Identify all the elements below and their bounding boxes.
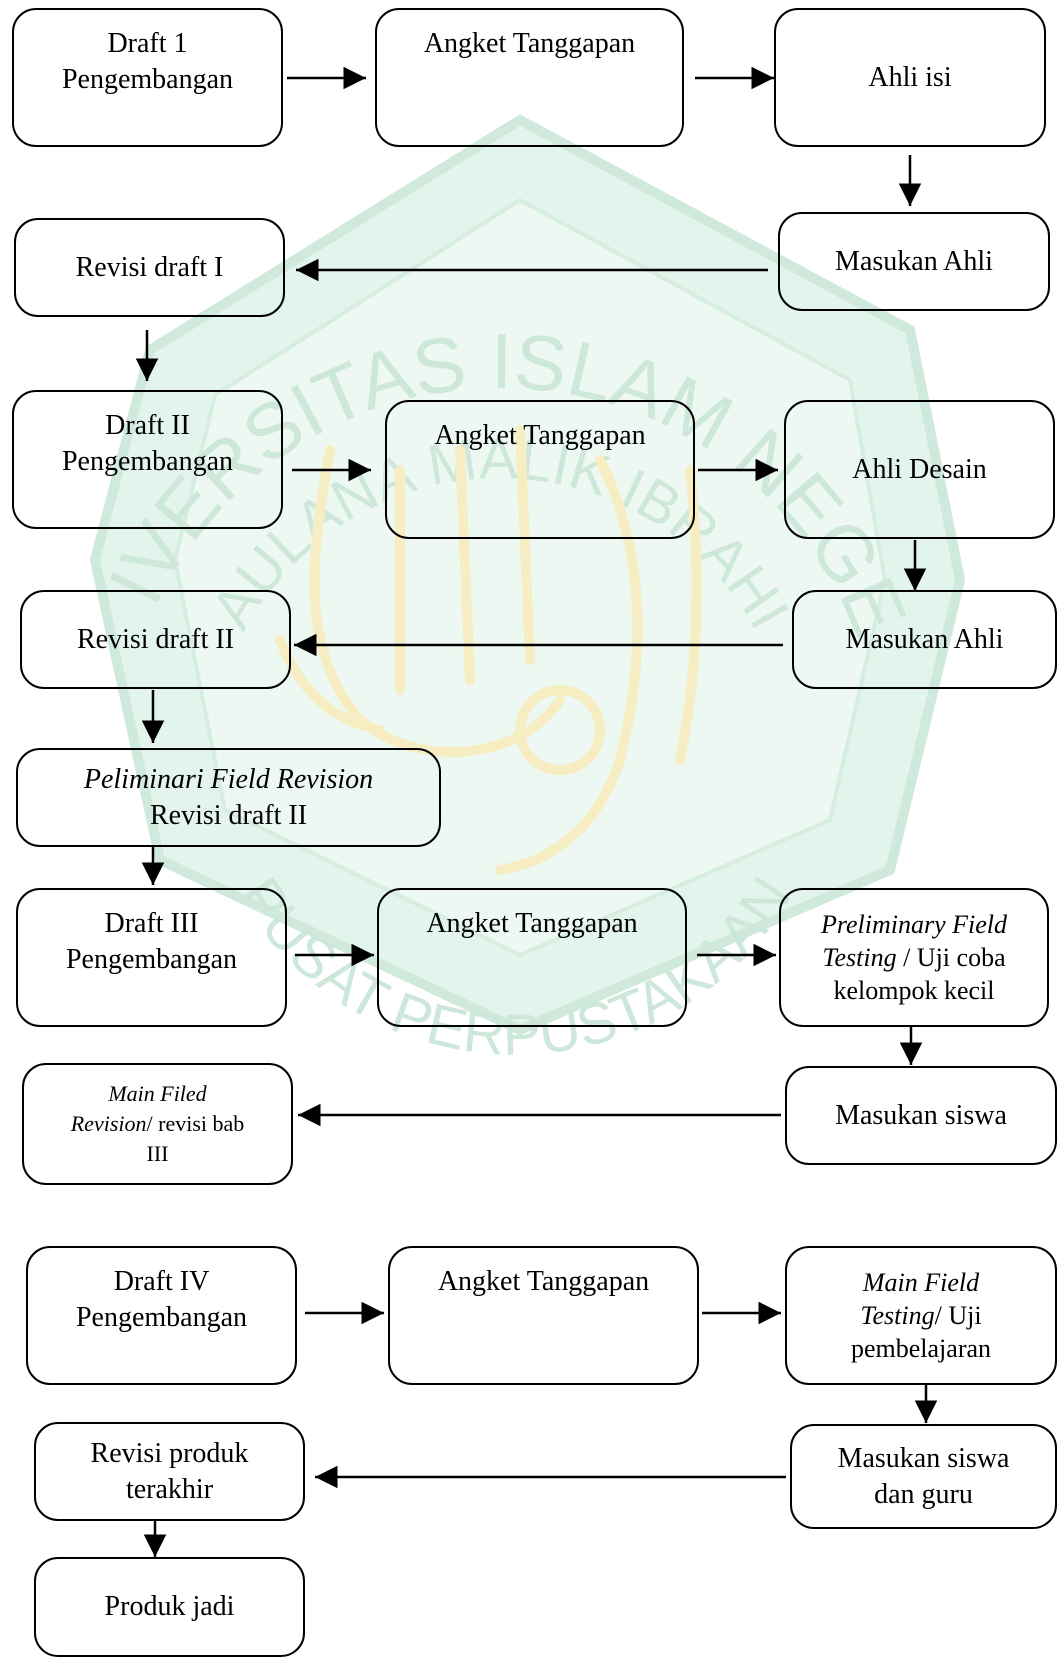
draft-3-box: Draft III Pengembangan bbox=[16, 888, 287, 1027]
ahli-desain-box: Ahli Desain bbox=[784, 400, 1055, 539]
produk-jadi-label: Produk jadi bbox=[104, 1591, 235, 1622]
draft-1-box: Draft 1 Pengembangan bbox=[12, 8, 283, 147]
draft-2-line1: Draft II bbox=[105, 410, 190, 441]
peliminari-field-revision-box: Peliminari Field Revision Revisi draft I… bbox=[16, 748, 441, 847]
draft-4-line2: Pengembangan bbox=[75, 1302, 248, 1333]
angket-tanggapan-4-box: Angket Tanggapan bbox=[388, 1246, 699, 1385]
masukan-ahli-2-box: Masukan Ahli bbox=[792, 590, 1057, 689]
ahli-isi-label: Ahli isi bbox=[868, 61, 952, 93]
draft-1-line1: Draft 1 bbox=[107, 28, 188, 59]
draft-3-line2: Pengembangan bbox=[65, 944, 238, 975]
draft-3-line1: Draft III bbox=[104, 908, 199, 939]
produk-jadi-box: Produk jadi bbox=[34, 1557, 305, 1657]
draft-4-line1: Draft IV bbox=[113, 1266, 210, 1297]
masukan-ahli-1-label: Masukan Ahli bbox=[835, 245, 993, 277]
revisi-draft-2-box: Revisi draft II bbox=[20, 590, 291, 689]
angket-tanggapan-1-box: Angket Tanggapan bbox=[375, 8, 684, 147]
revisi-produk-line2: terakhir bbox=[125, 1473, 214, 1505]
ahli-isi-box: Ahli isi bbox=[774, 8, 1046, 147]
preliminary-field-testing-box: Preliminary Field Testing / Uji coba kel… bbox=[779, 888, 1049, 1027]
masukan-ahli-1-box: Masukan Ahli bbox=[778, 212, 1050, 311]
draft-4-box: Draft IV Pengembangan bbox=[26, 1246, 297, 1385]
peliminari-italic-line: Peliminari Field Revision bbox=[83, 763, 374, 795]
main-filed-line3: III bbox=[146, 1141, 169, 1166]
preliminary-line2: Testing / Uji coba bbox=[822, 943, 1006, 972]
masukan-ahli-2-label: Masukan Ahli bbox=[845, 623, 1004, 655]
angket-tanggapan-2-label: Angket Tanggapan bbox=[434, 420, 646, 451]
main-field-line3: pembelajaran bbox=[850, 1334, 992, 1363]
preliminary-line1: Preliminary Field bbox=[820, 910, 1008, 939]
main-filed-revision-box: Main Filed Revision/ revisi bab III bbox=[22, 1063, 293, 1185]
masukan-siswa-guru-box: Masukan siswa dan guru bbox=[790, 1424, 1057, 1529]
angket-tanggapan-1-label: Angket Tanggapan bbox=[423, 28, 636, 59]
masukan-siswa-guru-line2: dan guru bbox=[874, 1478, 973, 1510]
main-field-line1: Main Field bbox=[862, 1268, 980, 1297]
masukan-siswa-guru-line1: Masukan siswa bbox=[837, 1442, 1010, 1474]
revisi-draft-1-box: Revisi draft I bbox=[14, 218, 285, 317]
main-filed-line2: Revision/ revisi bab bbox=[70, 1111, 245, 1136]
angket-tanggapan-3-box: Angket Tanggapan bbox=[377, 888, 687, 1027]
peliminari-normal-line: Revisi draft II bbox=[149, 799, 308, 831]
masukan-siswa-box: Masukan siswa bbox=[785, 1066, 1057, 1165]
main-filed-line1: Main Filed bbox=[108, 1081, 207, 1106]
preliminary-line3: kelompok kecil bbox=[833, 976, 995, 1005]
draft-1-line2: Pengembangan bbox=[61, 64, 234, 95]
draft-2-line2: Pengembangan bbox=[61, 446, 234, 477]
angket-tanggapan-4-label: Angket Tanggapan bbox=[437, 1266, 650, 1297]
ahli-desain-label: Ahli Desain bbox=[852, 453, 987, 485]
draft-2-box: Draft II Pengembangan bbox=[12, 390, 283, 529]
angket-tanggapan-2-box: Angket Tanggapan bbox=[385, 400, 695, 539]
masukan-siswa-label: Masukan siswa bbox=[835, 1099, 1007, 1131]
revisi-draft-1-label: Revisi draft I bbox=[75, 251, 224, 283]
main-field-line2: Testing/ Uji bbox=[860, 1301, 982, 1330]
revisi-produk-terakhir-box: Revisi produk terakhir bbox=[34, 1422, 305, 1521]
angket-tanggapan-3-label: Angket Tanggapan bbox=[426, 908, 638, 939]
revisi-produk-line1: Revisi produk bbox=[90, 1437, 249, 1469]
main-field-testing-box: Main Field Testing/ Uji pembelajaran bbox=[785, 1246, 1057, 1385]
revisi-draft-2-label: Revisi draft II bbox=[76, 623, 235, 655]
